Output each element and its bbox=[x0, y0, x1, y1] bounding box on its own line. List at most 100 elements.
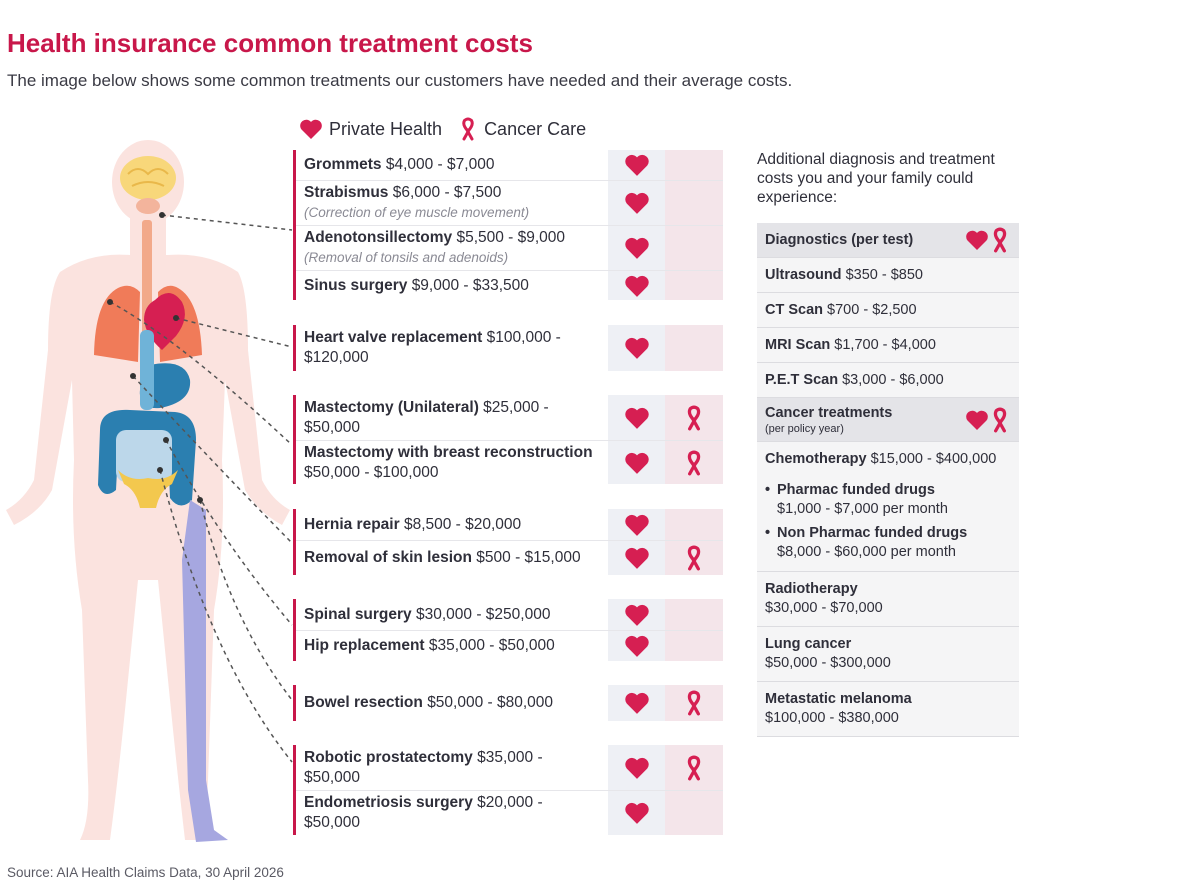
treatment-name: Bowel resection bbox=[304, 694, 423, 711]
cancer-care-cell bbox=[665, 150, 723, 180]
treatment-label: Heart valve replacement $100,000 - $120,… bbox=[296, 325, 608, 371]
private-health-cell bbox=[608, 441, 665, 484]
ribbon-icon bbox=[687, 755, 701, 780]
legend-private-health: Private Health bbox=[299, 118, 442, 140]
cancer-treatment-row: Radiotherapy$30,000 - $70,000 bbox=[757, 572, 1019, 627]
cancer-treatments-header-label: Cancer treatments bbox=[765, 404, 893, 421]
heart-icon bbox=[624, 635, 649, 657]
ribbon-icon bbox=[687, 405, 701, 430]
chemo-item-name: Pharmac funded drugs bbox=[777, 482, 935, 498]
treatment-cost: $9,000 - $33,500 bbox=[411, 276, 529, 294]
heart-icon bbox=[624, 452, 649, 474]
treatment-name: Hip replacement bbox=[304, 637, 425, 654]
cancer-care-cell bbox=[665, 325, 723, 371]
cancer-care-cell bbox=[665, 599, 723, 630]
cancer-care-cell bbox=[665, 685, 723, 721]
treatment-label: Adenotonsillectomy $5,500 - $9,000(Remov… bbox=[296, 226, 608, 270]
treatment-cost: $35,000 - $50,000 bbox=[428, 637, 555, 654]
ribbon-icon bbox=[462, 117, 474, 141]
private-health-cell bbox=[608, 181, 665, 225]
diagnostic-cost: $350 - $850 bbox=[845, 266, 923, 283]
cancer-care-cell bbox=[665, 181, 723, 225]
diagnostics-header: Diagnostics (per test) bbox=[757, 223, 1019, 258]
heart-icon bbox=[624, 802, 649, 824]
treatment-row: Heart valve replacement $100,000 - $120,… bbox=[296, 325, 723, 371]
chemo-item-name: Non Pharmac funded drugs bbox=[777, 525, 968, 541]
body-illustration bbox=[6, 140, 293, 842]
cancer-treatments-header: Cancer treatments (per policy year) bbox=[757, 398, 1019, 442]
heart-icon bbox=[624, 757, 649, 779]
treatment-label: Mastectomy (Unilateral) $25,000 - $50,00… bbox=[296, 395, 608, 440]
treatment-name: Mastectomy (Unilateral) bbox=[304, 398, 479, 416]
chemo-item-cost: $1,000 - $7,000 per month bbox=[777, 501, 948, 517]
cancer-care-cell bbox=[665, 395, 723, 440]
cancer-treatments-header-sub: (per policy year) bbox=[765, 422, 844, 435]
treatment-row: Mastectomy (Unilateral) $25,000 - $50,00… bbox=[296, 395, 723, 440]
cancer-care-cell bbox=[665, 745, 723, 790]
side-table: Diagnostics (per test) Ultrasound $350 -… bbox=[757, 223, 1019, 737]
cancer-care-cell bbox=[665, 226, 723, 270]
treatment-cost: $8,500 - $20,000 bbox=[403, 515, 522, 533]
heart-icon bbox=[966, 230, 988, 250]
private-health-cell bbox=[608, 599, 665, 630]
treatment-row: Sinus surgery $9,000 - $33,500 bbox=[296, 270, 723, 300]
legend-private-health-label: Private Health bbox=[329, 118, 443, 139]
private-health-cell bbox=[608, 685, 665, 721]
treatment-row: Grommets $4,000 - $7,000 bbox=[296, 150, 723, 180]
private-health-cell bbox=[608, 325, 665, 371]
treatment-label: Sinus surgery $9,000 - $33,500 bbox=[296, 271, 608, 300]
cancer-treatment-cost: $50,000 - $300,000 bbox=[765, 655, 891, 671]
diagnostic-cost: $3,000 - $6,000 bbox=[842, 371, 944, 388]
chemotherapy-name: Chemotherapy bbox=[765, 451, 867, 467]
treatment-label: Hernia repair $8,500 - $20,000 bbox=[296, 509, 608, 540]
treatment-name: Hernia repair bbox=[304, 515, 400, 533]
ribbon-icon bbox=[687, 450, 701, 475]
private-health-cell bbox=[608, 791, 665, 835]
cancer-care-cell bbox=[665, 271, 723, 300]
diagnostic-cost: $700 - $2,500 bbox=[827, 301, 917, 318]
treatment-name: Endometriosis surgery bbox=[304, 794, 473, 811]
leg-bones-icon bbox=[182, 500, 228, 842]
heart-icon bbox=[624, 192, 649, 214]
heart-icon bbox=[624, 692, 649, 714]
heart-icon bbox=[624, 275, 649, 297]
treatment-cost: $100,000 - $120,000 bbox=[304, 329, 561, 366]
brain-icon bbox=[120, 156, 176, 214]
legend-cancer-care: Cancer Care bbox=[458, 117, 586, 141]
side-intro: Additional diagnosis and treatment costs… bbox=[757, 151, 995, 206]
cancer-treatment-name: Radiotherapy bbox=[765, 581, 858, 597]
diagnostic-name: Ultrasound bbox=[765, 266, 842, 283]
chemotherapy-cost: $15,000 - $400,000 bbox=[870, 451, 997, 467]
treatment-cost: $30,000 - $250,000 bbox=[416, 605, 551, 623]
legend-cancer-care-label: Cancer Care bbox=[484, 118, 587, 139]
private-health-cell bbox=[608, 541, 665, 575]
private-health-cell bbox=[608, 631, 665, 661]
chemo-item: •Pharmac funded drugs$1,000 - $7,000 per… bbox=[765, 481, 1011, 519]
private-health-cell bbox=[608, 509, 665, 540]
treatment-name: Robotic prostatectomy bbox=[304, 748, 473, 766]
diagnostic-row: Ultrasound $350 - $850 bbox=[757, 258, 1019, 293]
diagnostic-name: CT Scan bbox=[765, 301, 824, 318]
treatment-name: Adenotonsillectomy bbox=[304, 229, 453, 246]
diagnostic-row: CT Scan $700 - $2,500 bbox=[757, 293, 1019, 328]
chemo-item: •Non Pharmac funded drugs$8,000 - $60,00… bbox=[765, 524, 1011, 562]
diagnostic-cost: $1,700 - $4,000 bbox=[834, 336, 936, 353]
treatment-row: Hernia repair $8,500 - $20,000 bbox=[296, 509, 723, 540]
page-title: Health insurance common treatment costs bbox=[7, 28, 533, 58]
treatment-label: Removal of skin lesion $500 - $15,000 bbox=[296, 541, 608, 575]
chemo-item-cost: $8,000 - $60,000 per month bbox=[777, 544, 956, 560]
treatment-name: Grommets bbox=[304, 156, 382, 173]
treatment-cost: $500 - $15,000 bbox=[476, 549, 581, 566]
treatment-row: Endometriosis surgery $20,000 - $50,000 bbox=[296, 790, 723, 835]
diagnostic-row: MRI Scan $1,700 - $4,000 bbox=[757, 328, 1019, 363]
treatment-row: Strabismus $6,000 - $7,500(Correction of… bbox=[296, 180, 723, 225]
treatment-label: Robotic prostatectomy $35,000 - $50,000 bbox=[296, 745, 608, 790]
treatment-label: Bowel resection $50,000 - $80,000 bbox=[296, 685, 608, 721]
treatment-label: Hip replacement $35,000 - $50,000 bbox=[296, 631, 608, 661]
diagnostic-row: P.E.T Scan $3,000 - $6,000 bbox=[757, 363, 1019, 398]
treatment-label: Strabismus $6,000 - $7,500(Correction of… bbox=[296, 181, 608, 225]
treatment-cost: $25,000 - $50,000 bbox=[304, 398, 549, 436]
